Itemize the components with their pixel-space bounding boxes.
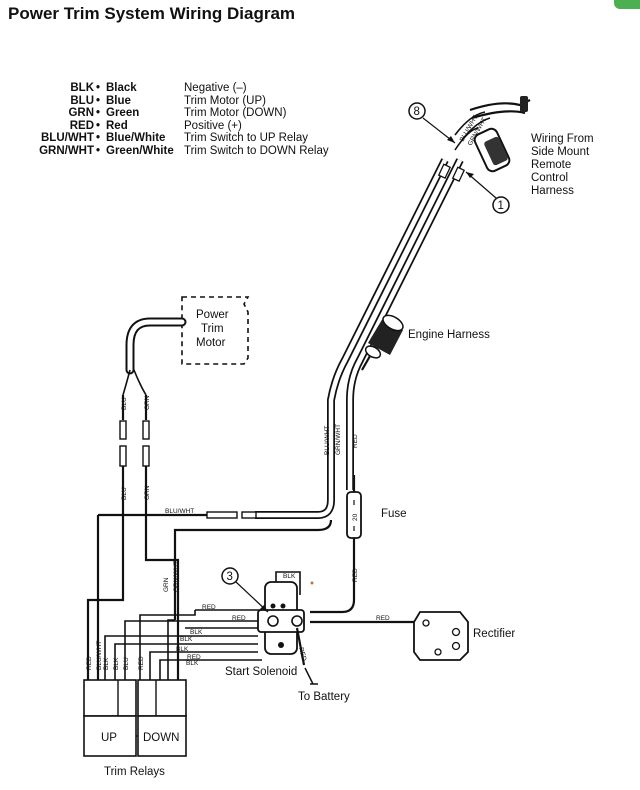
callout-8: 8	[408, 102, 456, 144]
legend-abbr: GRN/WHT	[39, 144, 94, 157]
start-solenoid: BLK Start Solenoid RED To Battery	[225, 571, 350, 703]
motor-label-line3: Motor	[196, 337, 226, 349]
legend-desc: Trim Switch to DOWN Relay	[184, 144, 329, 157]
grn-wht-relay-wire: GRN/WHT GRN	[163, 519, 333, 620]
legend-desc: Positive (+)	[184, 119, 242, 132]
wiring-from-label-2: Side Mount	[531, 146, 590, 158]
callout-3: 3	[221, 567, 269, 613]
relay-down-label: DOWN	[143, 732, 179, 744]
wire-label-blu: BLU	[121, 487, 128, 500]
wire-label-red: RED	[232, 615, 246, 622]
motor-label-line1: Power	[196, 309, 229, 321]
legend-abbr: BLU	[70, 94, 94, 107]
wire-label-grn: GRN	[144, 395, 151, 410]
main-harness: BLU/WHT GRN/WHT RED	[255, 158, 464, 519]
power-trim-motor: Power Trim Motor	[181, 296, 250, 365]
legend-color-name: Black	[106, 82, 137, 94]
wiring-from-label-5: Harness	[531, 185, 574, 197]
legend-row: GRN• Green Trim Motor (DOWN)	[0, 107, 329, 120]
relay-feed-wires: RED RED BLK BLK BLK RED BLK RED BLU/WHT …	[86, 515, 262, 680]
legend-color-name: Blue	[106, 94, 131, 107]
wire-label-blk: BLK	[113, 657, 120, 670]
trim-relays: UP DOWN Trim Relays	[83, 679, 187, 778]
grn-motor-wire: GRN GRN	[142, 395, 151, 540]
legend-abbr: RED	[69, 119, 94, 132]
start-solenoid-label: Start Solenoid	[225, 666, 297, 678]
wire-label-blk: BLK	[283, 573, 296, 580]
page-title: Power Trim System Wiring Diagram	[8, 4, 296, 23]
wire-label-blk: BLK	[186, 660, 199, 667]
legend-abbr: GRN	[68, 107, 94, 120]
legend-desc: Negative (–)	[184, 82, 247, 94]
legend-color-name: Blue/White	[106, 132, 166, 145]
bullet-icon: •	[95, 94, 101, 107]
legend-row: BLK• Black Negative (–)	[0, 82, 329, 95]
wire-label-grn-wht: GRN/WHT	[335, 424, 342, 455]
engine-harness-plug: Engine Harness	[361, 314, 490, 371]
fuse-rating: 20	[352, 513, 359, 521]
wire-label-red: RED	[352, 434, 359, 448]
wire-label-blk: BLK	[103, 657, 110, 670]
legend-color-name: Green/White	[106, 144, 174, 157]
bullet-icon: •	[95, 107, 101, 120]
callout-1-number: 1	[498, 200, 504, 212]
wire-label-grn: GRN	[163, 577, 170, 592]
wire-label-red: RED	[297, 647, 307, 662]
remote-control-harness: BLU/WHT GRN/WHT Wiring From Side Mount R…	[437, 96, 594, 197]
fuse: 20 Fuse RED	[310, 475, 407, 614]
legend-row: BLU• Blue Trim Motor (UP)	[0, 95, 329, 108]
to-battery-label: To Battery	[298, 691, 350, 703]
rectifier-label: Rectifier	[473, 628, 515, 640]
callout-8-number: 8	[414, 106, 420, 118]
wire-label-blu-wht: BLU/WHT	[165, 508, 194, 515]
wire-label-blk: BLK	[180, 636, 193, 643]
wire-label-red: RED	[352, 568, 359, 582]
corner-badge	[614, 0, 640, 9]
wiring-from-label-1: Wiring From	[531, 133, 594, 145]
legend-abbr: BLK	[70, 82, 94, 94]
rectifier: Rectifier RED	[310, 611, 515, 661]
fuse-label: Fuse	[381, 508, 407, 520]
legend-color-name: Green	[106, 107, 140, 120]
bullet-icon: •	[95, 119, 101, 132]
wire-label-blu-wht: BLU/WHT	[324, 426, 331, 455]
wire-label-grn-wht: GRN/WHT	[173, 561, 180, 592]
legend-desc: Trim Motor (UP)	[184, 94, 266, 107]
callout-1: 1	[465, 171, 510, 214]
wiring-from-label-3: Remote	[531, 159, 571, 171]
motor-label-line2: Trim	[201, 323, 224, 335]
bullet-icon: •	[95, 144, 101, 157]
wire-label-grn: GRN	[144, 485, 151, 500]
legend-row: BLU/WHT• Blue/White Trim Switch to UP Rela…	[0, 132, 329, 145]
wire-label-red: RED	[86, 656, 93, 670]
bullet-icon: •	[95, 132, 101, 145]
wire-label-blu: BLU	[123, 657, 130, 670]
wire-label-blk: BLK	[190, 629, 203, 636]
legend-desc: Trim Switch to UP Relay	[184, 132, 308, 145]
legend-abbr: BLU/WHT	[40, 132, 94, 145]
motor-cable	[122, 317, 187, 396]
engine-harness-label: Engine Harness	[408, 329, 490, 341]
wire-label-red: RED	[202, 604, 216, 611]
callout-3-number: 3	[227, 571, 233, 583]
wire-label-blk: BLK	[176, 646, 189, 653]
wiring-from-label-4: Control	[531, 172, 568, 184]
blu-motor-wire: BLU BLU	[119, 395, 128, 515]
legend-row: RED• Red Positive (+)	[0, 120, 329, 133]
relay-up-label: UP	[101, 732, 117, 744]
wire-label-blu-wht: BLU/WHT	[96, 641, 103, 670]
legend-color-name: Red	[106, 119, 128, 132]
legend-row: GRN/WHT• Green/White Trim Switch to DOWN R…	[0, 145, 329, 158]
bullet-icon: •	[95, 82, 101, 94]
blu-wht-relay-wire: BLU/WHT	[96, 508, 257, 680]
wire-label-blu: BLU	[121, 397, 128, 410]
legend-desc: Trim Motor (DOWN)	[184, 107, 287, 120]
wire-label-red: RED	[138, 656, 145, 670]
wire-label-red: RED	[376, 615, 390, 622]
trim-relays-label: Trim Relays	[104, 766, 165, 778]
wire-label-red: RED	[187, 654, 201, 661]
